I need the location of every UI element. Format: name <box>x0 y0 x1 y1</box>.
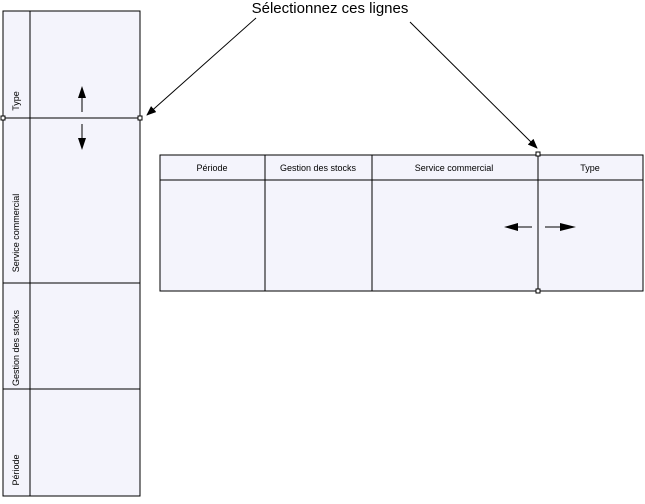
selection-handle-right[interactable] <box>137 115 143 121</box>
vertical-lane-label-gestion-des-stocks: Gestion des stocks <box>11 309 21 386</box>
callout-arrow-vertical <box>146 17 257 116</box>
vertical-lane-label-type: Type <box>11 91 21 111</box>
horizontal-lane-label-service-commercial: Service commercial <box>415 163 494 173</box>
vertical-pool-frame[interactable] <box>2 10 141 497</box>
horizontal-pool[interactable]: Période Gestion des stocks Service comme… <box>159 151 644 294</box>
move-right-arrow-icon <box>545 223 576 231</box>
selection-handle-top[interactable] <box>535 151 541 157</box>
horizontal-lane-label-type: Type <box>580 163 600 173</box>
vertical-pool[interactable]: Type Service commercial Gestion des stoc… <box>0 10 143 497</box>
selection-handle-bottom[interactable] <box>535 288 541 294</box>
move-left-arrow-icon <box>504 223 532 231</box>
horizontal-lane-label-gestion-des-stocks: Gestion des stocks <box>280 163 357 173</box>
selection-handle-left[interactable] <box>0 115 6 121</box>
caption-text: Sélectionnez ces lignes <box>251 0 409 17</box>
vertical-lane-label-periode: Période <box>11 454 21 485</box>
horizontal-lane-label-periode: Période <box>196 163 227 173</box>
move-down-arrow-icon <box>78 124 86 150</box>
move-up-arrow-icon <box>78 86 86 112</box>
horizontal-pool-frame[interactable] <box>159 154 644 292</box>
callout-arrow-horizontal <box>409 21 538 149</box>
vertical-lane-label-service-commercial: Service commercial <box>11 194 21 273</box>
